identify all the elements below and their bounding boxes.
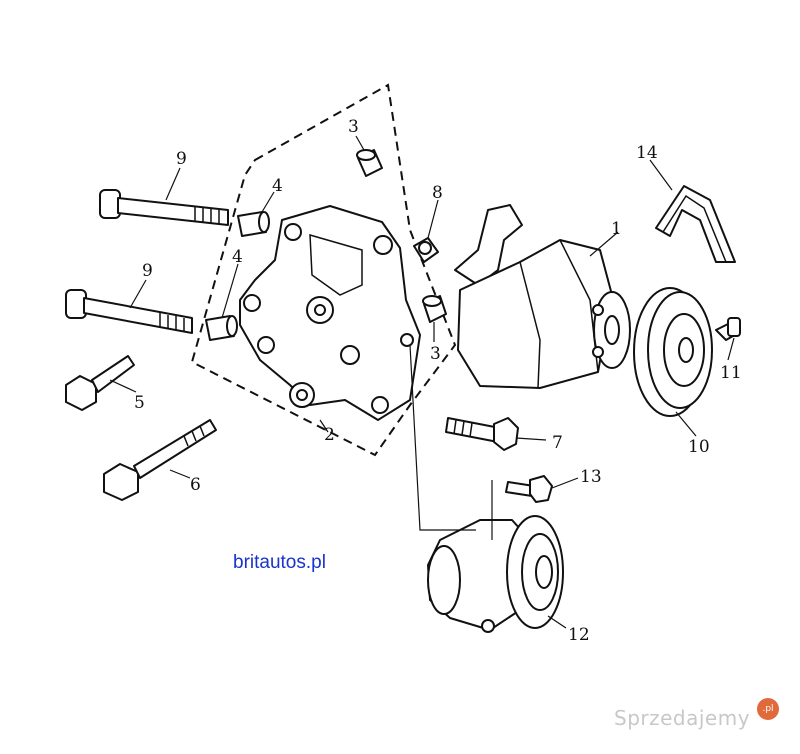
leader-lines <box>109 135 735 629</box>
belt-tensioner <box>427 515 564 633</box>
callout-12: 12 <box>568 625 590 645</box>
callout-10: 10 <box>688 437 710 457</box>
bolt-medium <box>103 419 217 501</box>
callout-4-upper: 4 <box>272 176 283 196</box>
tensioner-bolt <box>505 475 553 503</box>
callout-7: 7 <box>552 433 563 453</box>
mounting-bracket <box>239 205 421 421</box>
pump-bolt <box>445 417 519 451</box>
callout-9-lower: 9 <box>142 261 153 281</box>
callout-9-upper: 9 <box>176 149 187 169</box>
callout-5: 5 <box>134 393 145 413</box>
callout-8: 8 <box>432 183 443 203</box>
callout-6: 6 <box>190 475 201 495</box>
power-steering-pump <box>454 204 631 389</box>
callout-3-mid: 3 <box>430 344 441 364</box>
callout-3-top: 3 <box>348 117 359 137</box>
callout-13: 13 <box>580 467 602 487</box>
bushing-lower <box>205 315 238 341</box>
drive-belt <box>655 185 736 263</box>
pump-pulley <box>633 287 713 417</box>
callout-4-lower: 4 <box>232 247 243 267</box>
long-bolt-upper <box>99 189 229 226</box>
logo-badge: .pl <box>757 698 779 720</box>
sprzedajemy-logo: Sprzedajemy <box>614 706 751 730</box>
callout-2: 2 <box>324 425 335 445</box>
spacer-mid <box>422 295 447 323</box>
callout-11: 11 <box>720 363 742 383</box>
bushing-upper <box>237 211 270 237</box>
bolt-short <box>65 355 135 411</box>
bracket-group-outline <box>190 83 457 457</box>
callout-1: 1 <box>611 219 622 239</box>
callout-14: 14 <box>636 143 658 163</box>
nut-small <box>413 237 439 263</box>
site-watermark: britautos.pl <box>233 552 326 573</box>
long-bolt-lower <box>65 289 193 334</box>
pulley-bolt <box>715 317 741 341</box>
spacer-top <box>356 149 383 177</box>
